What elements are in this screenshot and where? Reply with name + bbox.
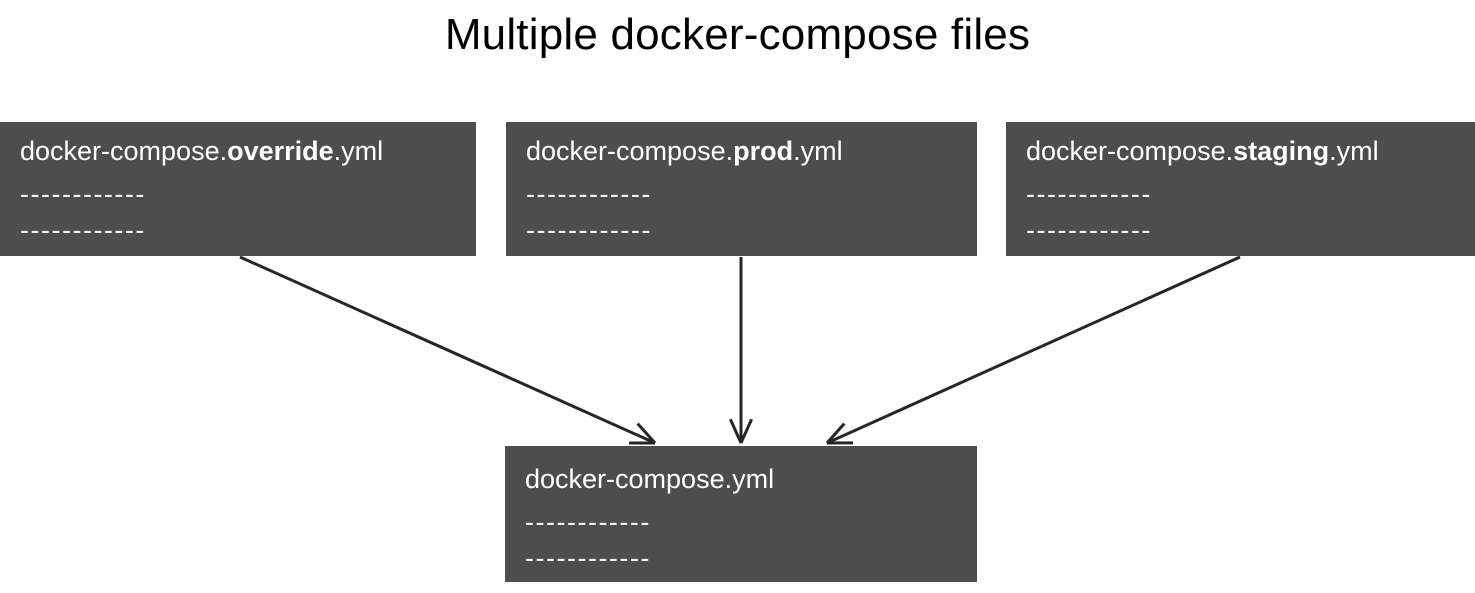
file-name-prod: docker-compose.prod.yml bbox=[526, 134, 957, 168]
file-content-line-2: ------------ bbox=[525, 543, 651, 573]
file-name-emphasis: staging bbox=[1233, 136, 1330, 166]
file-name-emphasis: prod bbox=[733, 136, 794, 166]
file-content-line-1: ------------ bbox=[1026, 179, 1152, 209]
file-name-base: docker-compose.yml bbox=[525, 462, 957, 496]
file-name-prefix: docker-compose. bbox=[1026, 136, 1234, 166]
file-box-staging[interactable]: docker-compose.staging.yml ------------ … bbox=[1006, 122, 1475, 256]
arrowhead-prod-to-base-barb-0 bbox=[729, 418, 743, 444]
file-name-prefix: docker-compose. bbox=[20, 136, 228, 166]
arrow-line-staging-to-base bbox=[826, 255, 1241, 445]
file-box-override[interactable]: docker-compose.override.yml ------------… bbox=[0, 122, 476, 256]
file-name-suffix: .yml bbox=[1329, 136, 1379, 166]
file-content-line-1: ------------ bbox=[20, 179, 146, 209]
file-box-prod[interactable]: docker-compose.prod.yml ------------ ---… bbox=[506, 122, 977, 256]
arrowhead-prod-to-base-barb-1 bbox=[739, 418, 753, 444]
file-name-emphasis: override bbox=[227, 136, 334, 166]
arrow-line-override-to-base bbox=[239, 255, 656, 445]
file-name-override: docker-compose.override.yml bbox=[20, 134, 456, 168]
page-title: Multiple docker-compose files bbox=[444, 10, 1031, 59]
file-name-prefix: docker-compose.yml bbox=[525, 464, 775, 494]
file-name-prefix: docker-compose. bbox=[526, 136, 734, 166]
arrowhead-override-to-base-barb-1 bbox=[636, 422, 657, 444]
file-content-line-2: ------------ bbox=[526, 215, 652, 245]
file-name-suffix: .yml bbox=[793, 136, 843, 166]
file-name-staging: docker-compose.staging.yml bbox=[1026, 134, 1455, 168]
arrowhead-staging-to-base-barb-0 bbox=[825, 422, 846, 444]
file-content-line-1: ------------ bbox=[525, 507, 651, 537]
file-content-line-2: ------------ bbox=[1026, 215, 1152, 245]
file-name-suffix: .yml bbox=[333, 136, 384, 166]
file-box-base[interactable]: docker-compose.yml ------------ --------… bbox=[505, 446, 977, 582]
file-content-line-1: ------------ bbox=[526, 179, 652, 209]
file-content-line-2: ------------ bbox=[20, 215, 146, 245]
